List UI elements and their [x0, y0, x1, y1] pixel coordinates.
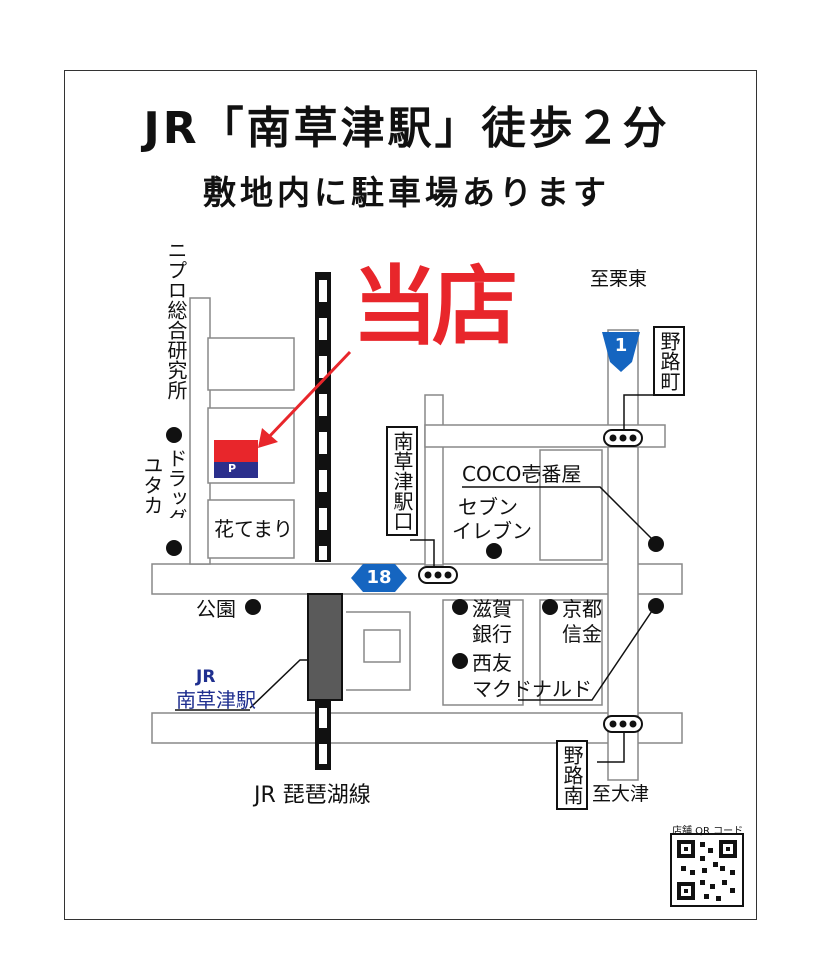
- parking-label: P: [228, 462, 237, 475]
- route-18-label: 18: [366, 567, 392, 588]
- railway-name: JR 琵琶湖線: [254, 783, 371, 808]
- signal-label-south: 野路南: [556, 740, 588, 810]
- label-seiyu: 西友: [472, 651, 512, 675]
- signal-label-north: 野路町: [653, 326, 685, 396]
- label-park: 公園: [196, 597, 236, 621]
- label-seven-2: イレブン: [452, 519, 532, 543]
- coco-leader: [462, 486, 657, 544]
- signal-station: [418, 566, 458, 584]
- label-kyoto-2: 信金: [562, 622, 602, 646]
- arrow-head: [258, 428, 278, 448]
- block-coco: [539, 449, 603, 561]
- road-east-ns: [607, 329, 639, 781]
- page-title: JR「南草津駅」徒歩２分: [143, 103, 670, 154]
- route-1-label: 1: [614, 335, 628, 356]
- route-1-shield: [602, 332, 640, 372]
- label-shiga-1: 滋賀: [472, 597, 512, 621]
- label-drugstore-1: ドラッグ: [164, 448, 188, 518]
- direction-north: 至栗東: [590, 268, 648, 290]
- road-west-ns: [189, 297, 211, 565]
- signal-label-station-exit: 南草津駅口: [386, 426, 418, 536]
- parking-marker: [214, 462, 258, 478]
- label-shiga-2: 銀行: [472, 622, 512, 646]
- signal-south: [603, 715, 643, 733]
- dot-kyoto: [542, 599, 558, 615]
- qr-caption: 店舗 QR コード: [672, 826, 744, 837]
- dot-shiga: [452, 599, 468, 615]
- label-hanatemari: 花てまり: [214, 517, 293, 541]
- shop-arrow: [264, 350, 352, 442]
- label-mcdonalds: マクドナルド: [472, 677, 592, 701]
- station-name: 南草津駅: [176, 688, 256, 712]
- route-18-hex: [351, 564, 407, 592]
- block-bank: [442, 599, 524, 706]
- roundabout: [346, 611, 411, 691]
- station-building: [307, 593, 343, 701]
- block-small: [363, 629, 401, 663]
- mcd-leader: [518, 604, 657, 701]
- railway-line: [315, 272, 331, 770]
- qr-code: [670, 833, 744, 907]
- block-hanatemari: [207, 499, 295, 559]
- dot-coco: [648, 536, 664, 552]
- road-south-ew: [151, 712, 683, 744]
- shop-marker: [214, 440, 258, 462]
- signal-north: [603, 429, 643, 447]
- page-subtitle: 敷地内に駐車場あります: [203, 173, 610, 212]
- label-coco: COCO壱番屋: [462, 462, 582, 486]
- dot-seven: [486, 543, 502, 559]
- block-kyoto: [539, 599, 603, 706]
- exit-leader: [410, 539, 435, 566]
- dot-nipro: [166, 427, 182, 443]
- label-nipro: ニプロ総合研究所: [164, 240, 188, 400]
- dot-seiyu: [452, 653, 468, 669]
- dot-drugstore: [166, 540, 182, 556]
- station-prefix: JR: [196, 667, 216, 687]
- label-drugstore-2: ユタカ: [140, 455, 164, 515]
- direction-south: 至大津: [592, 783, 650, 805]
- label-seven-1: セブン: [458, 495, 518, 519]
- label-kyoto-1: 京都: [562, 597, 602, 621]
- shop-label: 当店: [352, 257, 518, 357]
- road-main-ew: [151, 563, 683, 595]
- station-leader: [249, 659, 308, 709]
- dot-kyoto-right: [648, 598, 664, 614]
- dot-park: [245, 599, 261, 615]
- block-1: [207, 337, 295, 391]
